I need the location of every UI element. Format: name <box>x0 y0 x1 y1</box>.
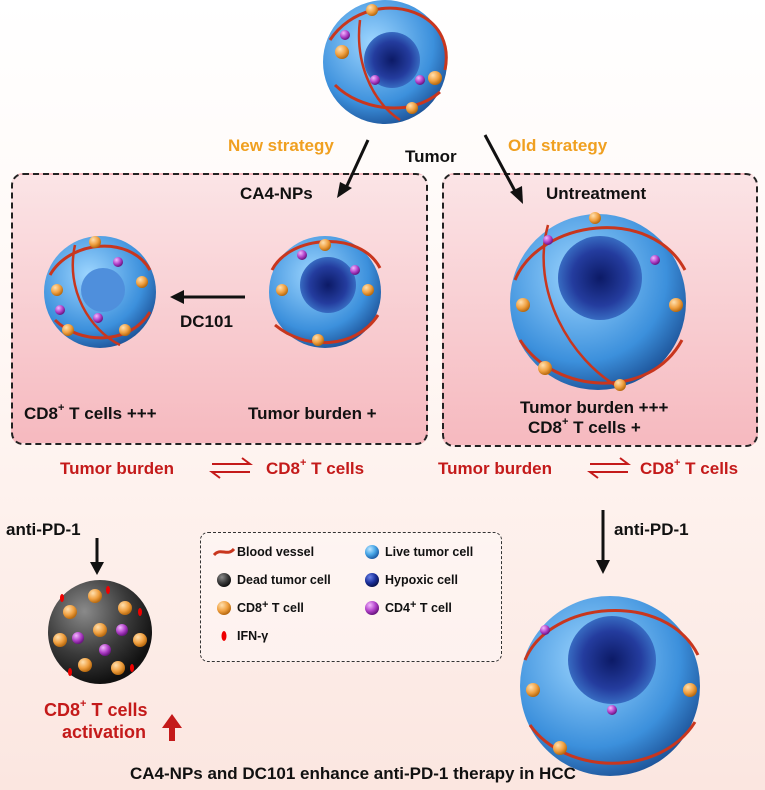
eq-left-tumor-burden: Tumor burden <box>60 459 174 478</box>
dc101-label: DC101 <box>180 312 233 331</box>
live-cell-icon <box>365 545 379 559</box>
anti-pd1-left-label: anti-PD-1 <box>6 520 81 539</box>
ifn-icon <box>221 631 227 641</box>
small-tumor <box>44 236 156 348</box>
eq-right-tumor-burden: Tumor burden <box>438 459 552 478</box>
bottom-right-tumor <box>520 596 700 776</box>
cd4-cell-icon <box>365 601 379 615</box>
untreatment-label: Untreatment <box>546 184 647 203</box>
right-burden-label: Tumor burden +++ <box>520 398 669 417</box>
dead-tumor <box>48 580 152 684</box>
top-tumor <box>323 0 448 124</box>
blood-vessel-icon <box>213 547 235 557</box>
hypoxic-cell-icon <box>365 573 379 587</box>
anti-pd1-right-label: anti-PD-1 <box>614 520 689 539</box>
ca4-nps-label: CA4-NPs <box>240 184 313 203</box>
left-cd8-label: CD8+ T cells +++ <box>24 402 157 423</box>
activation-line2: activation <box>62 722 147 742</box>
legend: Blood vessel Live tumor cell Dead tumor … <box>200 532 502 662</box>
medium-tumor <box>269 236 382 348</box>
eq-left-cd8: CD8+ T cells <box>266 457 365 478</box>
tumor-label: Tumor <box>405 147 457 166</box>
dead-cell-icon <box>217 573 231 587</box>
equilibrium-arrows <box>209 457 631 479</box>
figure-caption: CA4-NPs and DC101 enhance anti-PD-1 ther… <box>130 764 576 783</box>
activation-up-arrow <box>162 714 182 741</box>
arrows <box>90 134 610 575</box>
new-strategy-label: New strategy <box>228 136 334 155</box>
cd8-cell-icon <box>217 601 231 615</box>
eq-right-cd8: CD8+ T cells <box>640 457 739 478</box>
right-cd8-label: CD8+ T cells + <box>528 416 641 437</box>
large-tumor <box>510 212 687 391</box>
old-strategy-label: Old strategy <box>508 136 608 155</box>
activation-line1: CD8+ T cells <box>44 698 148 720</box>
left-burden-label: Tumor burden + <box>248 404 377 423</box>
